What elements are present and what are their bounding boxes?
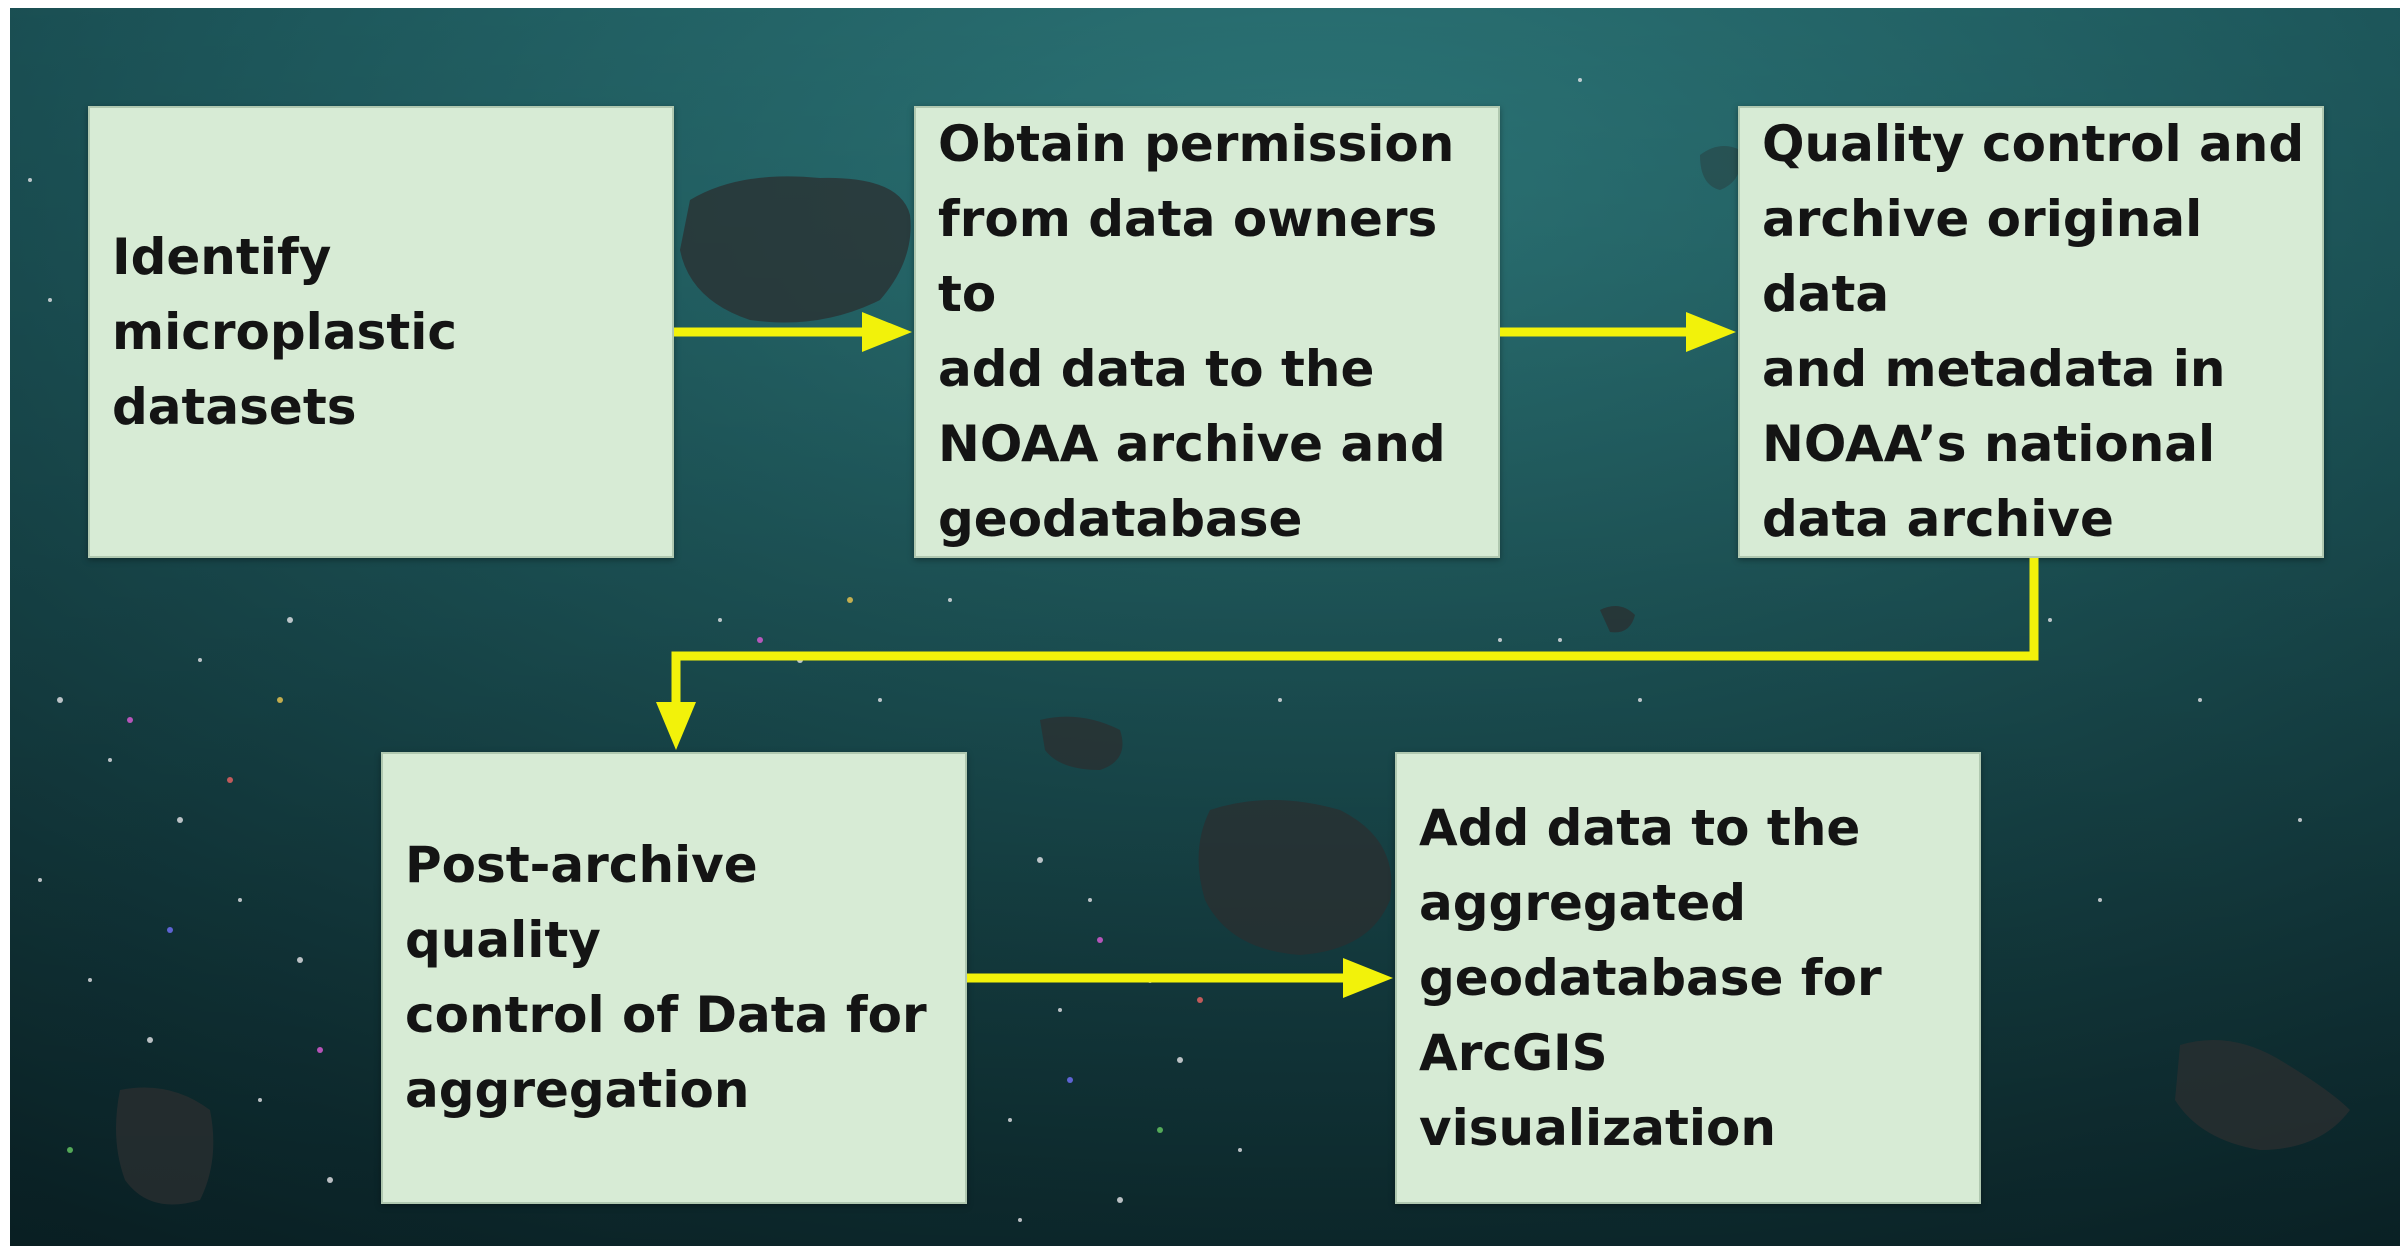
step-box-add-to-geodatabase: Add data to the aggregated geodatabase f… xyxy=(1395,752,1981,1204)
step-text: Post-archive quality control of Data for… xyxy=(405,836,927,1119)
step-text: Identify microplastic datasets xyxy=(112,227,457,436)
step-box-identify-datasets: Identify microplastic datasets xyxy=(88,106,674,558)
debris-group xyxy=(116,146,2350,1205)
step-box-quality-control-archive: Quality control and archive original dat… xyxy=(1738,106,2324,558)
step-text: Obtain permission from data owners to ad… xyxy=(938,115,1455,548)
step-box-obtain-permission: Obtain permission from data owners to ad… xyxy=(914,106,1500,558)
step-text: Add data to the aggregated geodatabase f… xyxy=(1419,798,1882,1157)
step-text: Quality control and archive original dat… xyxy=(1762,115,2305,548)
step-box-post-archive-qc: Post-archive quality control of Data for… xyxy=(381,752,967,1204)
